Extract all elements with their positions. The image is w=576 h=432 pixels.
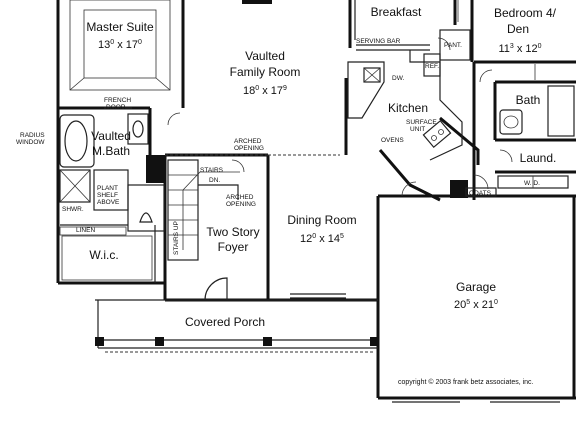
breakfast-label: Breakfast bbox=[371, 5, 422, 19]
garage-size: 205 x 210 bbox=[454, 299, 498, 311]
surface-unit-label-2: UNIT bbox=[410, 126, 425, 133]
stairs-down-label-2: DN. bbox=[209, 177, 220, 184]
bedroom-label-line2: Den bbox=[507, 22, 529, 36]
room-labels: Master Suite 130 x 170 Breakfast Bedroom… bbox=[86, 5, 556, 329]
exterior-walls bbox=[56, 0, 576, 400]
wic-label: W.i.c. bbox=[89, 248, 118, 262]
annotations: SERVING BAR PANT. DW. REF. SURFACE UNIT … bbox=[16, 38, 540, 386]
french-door-label-2: DOOR bbox=[106, 104, 126, 111]
master-suite-label: Master Suite bbox=[86, 20, 154, 34]
refrigerator-label: REF. bbox=[425, 63, 439, 70]
foyer-label-line1: Two Story bbox=[206, 225, 259, 239]
stairs-up-label: STAIRS UP bbox=[173, 221, 180, 255]
stairs-down-label-1: STAIRS bbox=[200, 167, 224, 174]
dining-room-label: Dining Room bbox=[287, 213, 356, 227]
french-door-label-1: FRENCH bbox=[104, 97, 131, 104]
plant-shelf-label-3: ABOVE bbox=[97, 199, 120, 206]
family-room-size: 180 x 179 bbox=[243, 85, 287, 97]
kitchen-label: Kitchen bbox=[388, 101, 428, 115]
bedroom-size: 113 x 120 bbox=[498, 43, 541, 55]
plant-shelf-label-1: PLANT bbox=[97, 185, 118, 192]
family-room-label-line2: Family Room bbox=[230, 65, 301, 79]
copyright-text: copyright © 2003 frank betz associates, … bbox=[398, 378, 534, 386]
coats-label: COATS bbox=[469, 190, 492, 197]
arched-opening-top-1: ARCHED bbox=[234, 138, 262, 145]
radius-window-label-2: WINDOW bbox=[16, 139, 45, 146]
garage-label: Garage bbox=[456, 280, 496, 294]
arched-opening-foyer-2: OPENING bbox=[226, 201, 256, 208]
foyer-label-line2: Foyer bbox=[218, 240, 249, 254]
shower-label: SHWR. bbox=[62, 206, 84, 213]
arched-opening-top-2: OPENING bbox=[234, 145, 264, 152]
mbath-label-line2: M.Bath bbox=[92, 144, 130, 158]
dishwasher-label: DW. bbox=[392, 75, 404, 82]
washer-dryer-label: W. D. bbox=[524, 180, 540, 187]
serving-bar-label: SERVING BAR bbox=[356, 38, 401, 45]
dining-room-size: 120 x 145 bbox=[300, 233, 344, 245]
plant-shelf-label-2: SHELF bbox=[97, 192, 118, 199]
bath-label: Bath bbox=[516, 93, 541, 107]
laundry-label: Laund. bbox=[520, 151, 557, 165]
pantry-label: PANT. bbox=[444, 42, 462, 49]
interior-details bbox=[59, 0, 575, 301]
covered-porch-label: Covered Porch bbox=[185, 315, 265, 329]
master-suite-size: 130 x 170 bbox=[98, 39, 142, 51]
surface-unit-label-1: SURFACE bbox=[406, 119, 437, 126]
family-room-label-line1: Vaulted bbox=[245, 49, 285, 63]
linen-label: LINEN bbox=[76, 227, 95, 234]
covered-porch bbox=[95, 299, 379, 353]
mbath-label-line1: Vaulted bbox=[91, 129, 131, 143]
bedroom-label-line1: Bedroom 4/ bbox=[494, 6, 557, 20]
ovens-label: OVENS bbox=[381, 137, 404, 144]
arched-opening-foyer-1: ARCHED bbox=[226, 194, 254, 201]
radius-window-label-1: RADIUS bbox=[20, 132, 45, 139]
